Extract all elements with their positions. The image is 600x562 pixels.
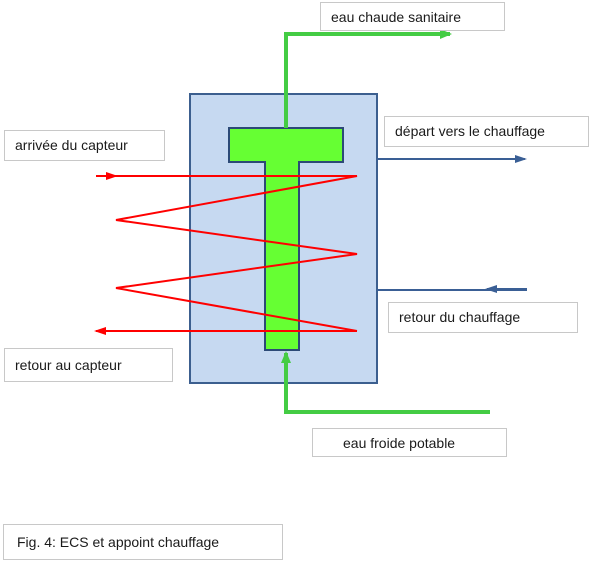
hot-water-label: eau chaude sanitaire (320, 2, 505, 31)
solar-coil (115, 175, 358, 332)
collector-return-label: retour au capteur (4, 348, 173, 382)
heating-departure-label: départ vers le chauffage (384, 116, 589, 147)
heating-return-label: retour du chauffage (388, 302, 578, 333)
figure-caption: Fig. 4: ECS et appoint chauffage (3, 524, 283, 560)
cold-water-inlet-arrow (281, 351, 490, 414)
cold-water-label: eau froide potable (312, 428, 507, 457)
collector-inlet-label: arrivée du capteur (4, 130, 165, 161)
dhw-exchanger (228, 127, 344, 351)
hot-water-outlet-arrow (284, 29, 452, 128)
